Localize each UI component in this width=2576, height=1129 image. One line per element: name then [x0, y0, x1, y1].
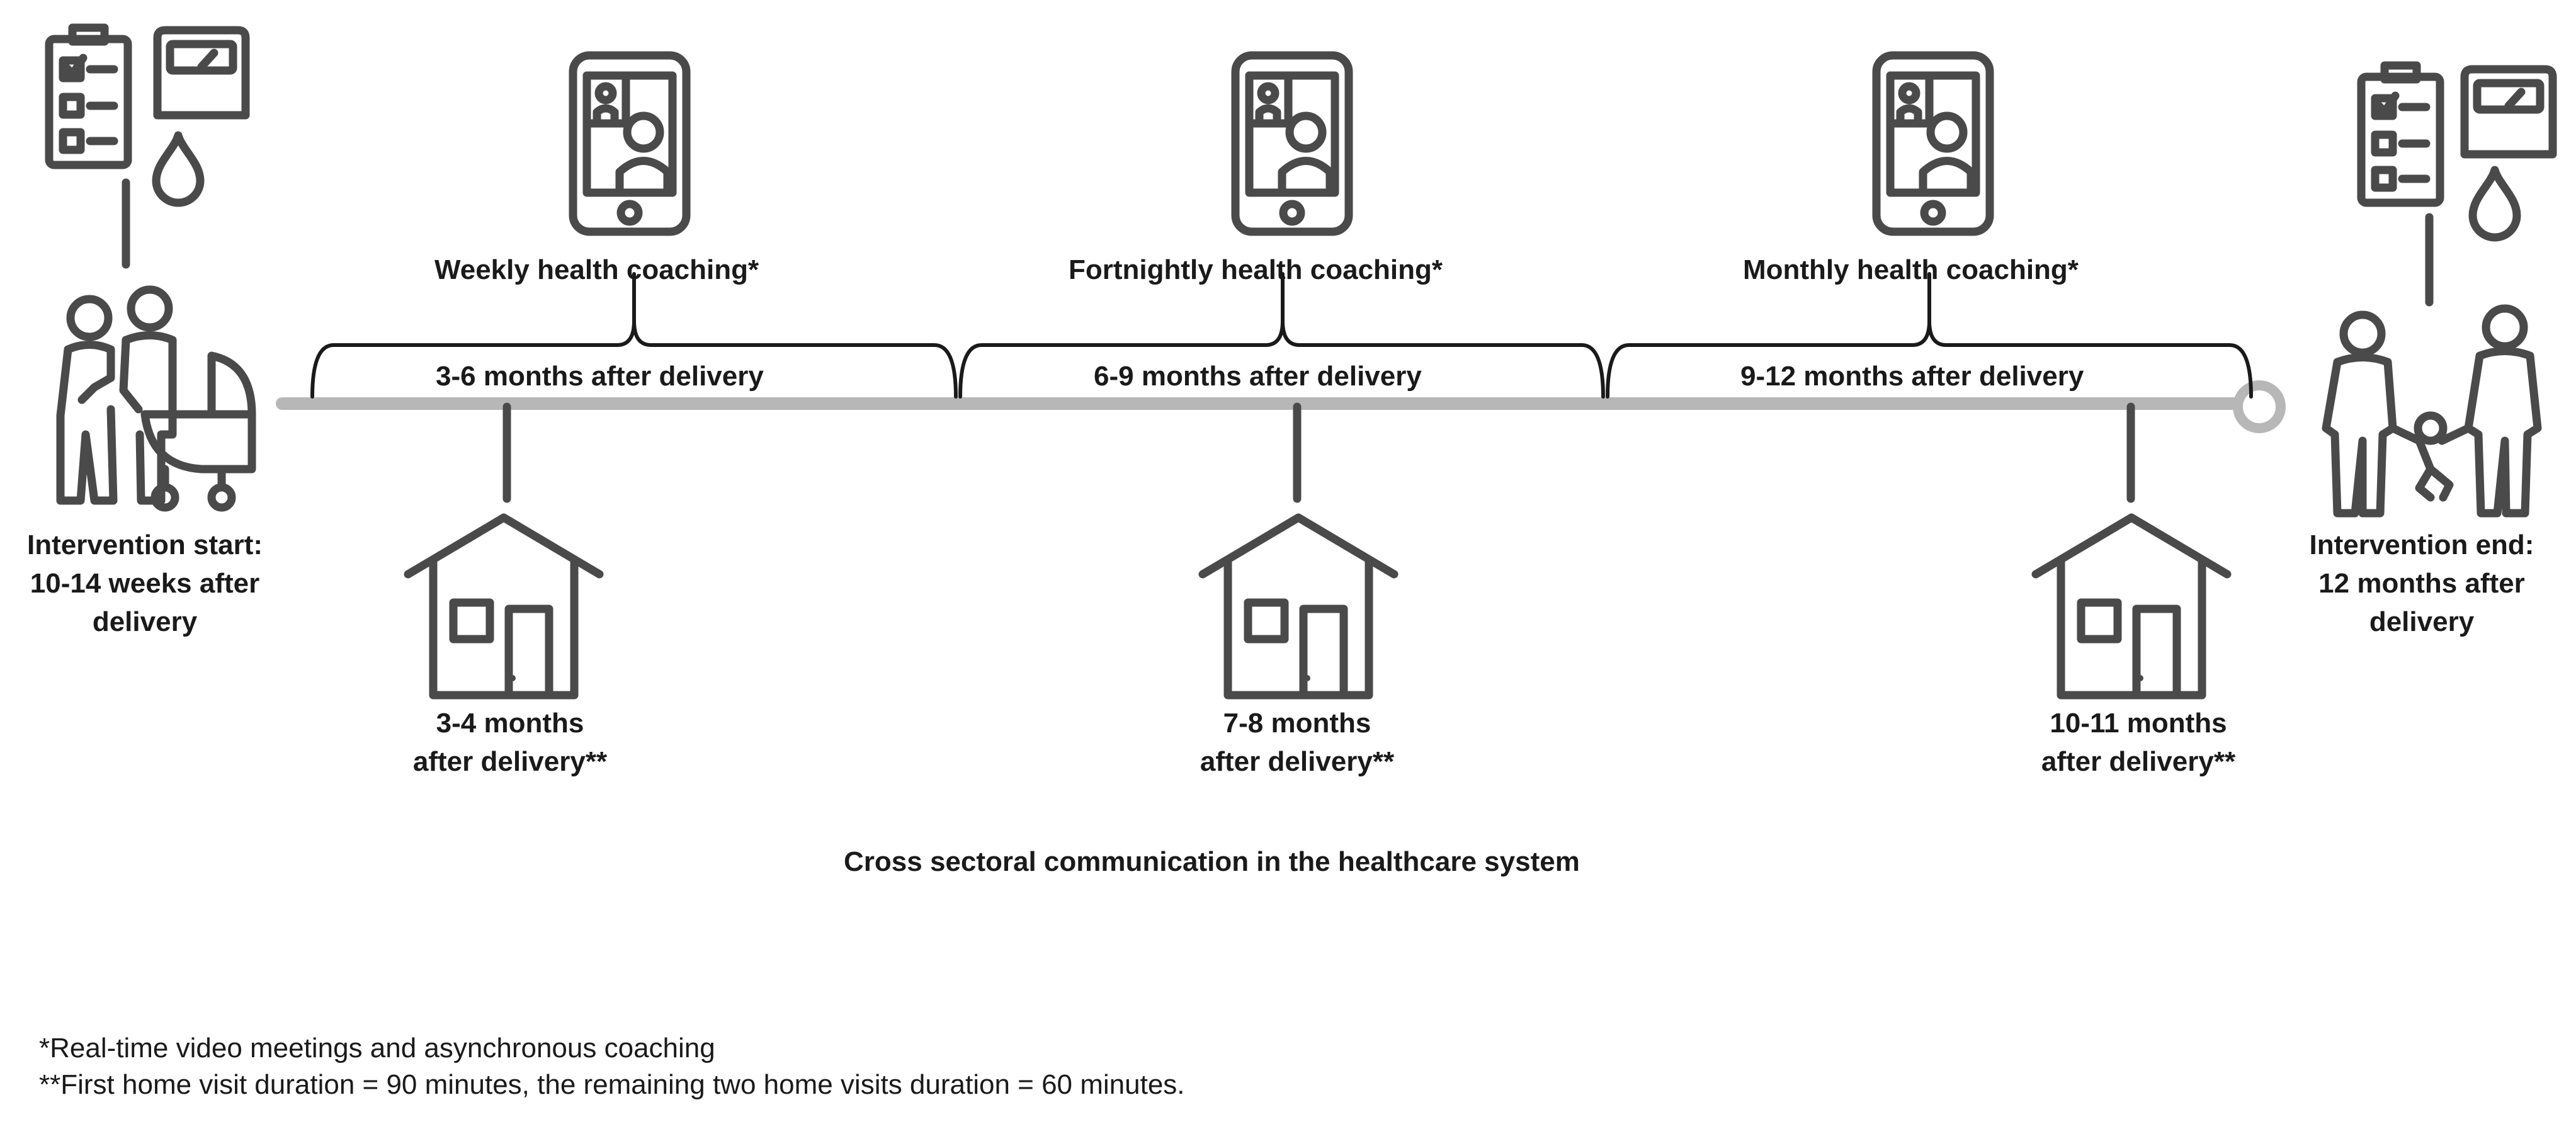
smartphone-video-call-icon: [1876, 55, 1990, 232]
home-visit-label-1: 3-4 months after delivery**: [384, 704, 636, 781]
period-label-3-6: 3-6 months after delivery: [436, 361, 764, 392]
phase-bracket-1: [310, 272, 958, 399]
smartphone-video-call-icon: [1235, 55, 1349, 232]
smartphone-video-call-icon: [573, 55, 686, 232]
end-line3: delivery: [2369, 606, 2475, 637]
intervention-end-label: Intervention end: 12 months after delive…: [2289, 526, 2554, 641]
home-visit-2-line1: 7-8 months: [1223, 708, 1371, 739]
start-line1: Intervention start:: [26, 530, 263, 560]
house-icon: [2036, 518, 2227, 695]
home-visit-3-line1: 10-11 months: [2050, 708, 2227, 739]
coaching-label-weekly: Weekly health coaching*: [434, 254, 759, 285]
home-visit-label-2: 7-8 months after delivery**: [1171, 704, 1423, 781]
parents-with-stroller-icon: [56, 285, 256, 512]
coaching-label-monthly: Monthly health coaching*: [1743, 254, 2079, 285]
coaching-label-fortnightly: Fortnightly health coaching*: [1069, 254, 1443, 285]
end-circle-icon: [2233, 380, 2286, 433]
footnote-1: *Real-time video meetings and asynchrono…: [39, 1033, 715, 1064]
end-line2: 12 months after: [2318, 568, 2525, 599]
home-visit-2-line2: after delivery**: [1200, 746, 1395, 777]
period-label-6-9: 6-9 months after delivery: [1094, 361, 1422, 392]
end-line1: Intervention end:: [2309, 530, 2534, 560]
bottom-caption: Cross sectoral communication in the heal…: [844, 846, 1580, 877]
intervention-start-label: Intervention start: 10-14 weeks after de…: [13, 526, 277, 641]
house-icon: [1203, 518, 1394, 695]
blood-drop-icon: [156, 135, 200, 203]
clipboard-icon: [49, 28, 128, 165]
home-visit-1-line2: after delivery**: [412, 746, 608, 777]
scale-icon: [2465, 69, 2553, 154]
scale-icon: [157, 30, 246, 115]
blood-drop-icon: [2473, 170, 2517, 237]
house-icon: [408, 518, 599, 695]
home-visit-1-line1: 3-4 months: [436, 708, 584, 739]
period-label-9-12: 9-12 months after delivery: [1740, 361, 2084, 392]
start-line2: 10-14 weeks after: [30, 568, 260, 599]
phase-bracket-3: [1606, 272, 2253, 399]
start-line3: delivery: [92, 606, 198, 637]
phase-bracket-2: [958, 272, 1605, 399]
clipboard-icon: [2361, 65, 2440, 203]
family-with-child-icon: [2322, 304, 2542, 518]
home-visit-label-3: 10-11 months after delivery**: [2012, 704, 2264, 781]
footnote-2: **First home visit duration = 90 minutes…: [39, 1069, 1185, 1100]
home-visit-3-line2: after delivery**: [2041, 746, 2236, 777]
